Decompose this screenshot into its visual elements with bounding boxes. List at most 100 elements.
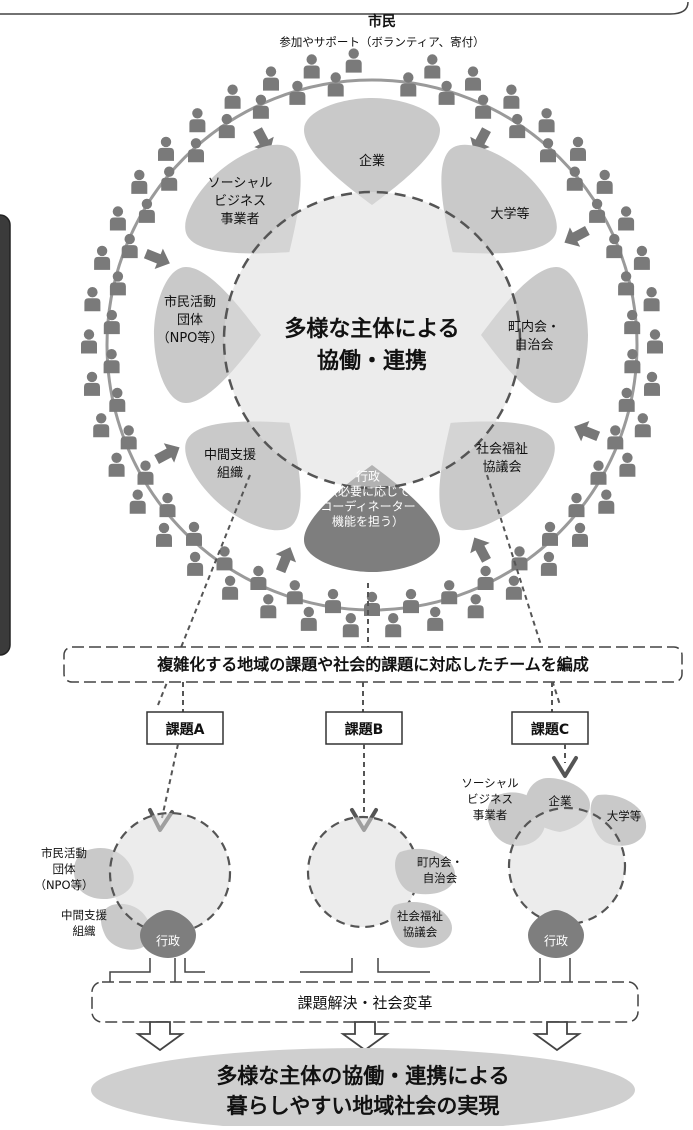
collaboration-circle [222, 190, 522, 490]
person-icon [424, 54, 441, 79]
person-icon [93, 413, 110, 438]
person-icon [81, 329, 97, 354]
team-to-solution-lines [109, 958, 571, 985]
person-icon [158, 136, 174, 161]
person-icon [186, 521, 202, 546]
inward-arrow-icon [275, 547, 297, 574]
team-a-government-label: 行政 [156, 934, 180, 948]
team-b-social-welfare-l1: 社会福祉 [397, 909, 443, 923]
person-icon [644, 371, 660, 396]
person-icon [218, 113, 235, 139]
person-icon [538, 108, 555, 133]
frame-top-edge [0, 1, 689, 15]
team-a-intermediary-l1: 中間支援 [61, 908, 107, 922]
team-bar-text: 複雑化する地域の課題や社会的課題に対応したチームを編成 [156, 655, 589, 674]
person-icon [618, 271, 635, 296]
person-icon [607, 425, 624, 450]
person-icon [222, 575, 239, 600]
person-icon [108, 452, 125, 477]
person-icon [286, 580, 303, 605]
task-b-box [325, 711, 403, 745]
team-c: ソーシャル ビジネス 事業者 企業 大学等 行政 [461, 776, 647, 958]
team-c-circle [507, 806, 627, 926]
person-icon [84, 371, 100, 396]
actor-npo-line-1: 市民活動 [164, 294, 216, 310]
citizen-subtitle: 参加やサポート（ボランティア、寄付） [279, 35, 484, 49]
person-icon [467, 594, 484, 619]
task-c-label: 課題C [531, 721, 569, 738]
person-icon [216, 546, 233, 571]
side-panel [0, 214, 11, 656]
actor-government-line-2: （必要に応じて [326, 485, 410, 499]
person-icon [189, 108, 206, 133]
actor-government-line-4: 機能を担う） [332, 514, 404, 529]
person-icon [633, 245, 650, 270]
person-icon [590, 460, 607, 485]
team-b-social-welfare-l2: 協議会 [403, 925, 438, 939]
team-c-social-business-l1: ソーシャル [461, 776, 518, 790]
person-icon [342, 613, 359, 638]
person-icon [159, 492, 176, 518]
actor-intermediary-line-2: 組織 [217, 466, 243, 481]
person-icon [289, 80, 306, 105]
person-icon [441, 580, 458, 605]
person-icon [509, 113, 526, 139]
actor-university-line-1: 大学等 [490, 206, 529, 222]
task-a-label: 課題A [166, 721, 205, 738]
actor-social-business-line-3: 事業者 [220, 211, 259, 227]
team-a-npo-l3: （NPO等） [34, 878, 93, 892]
person-icon [475, 94, 492, 119]
person-icon [540, 551, 557, 576]
person-icon [120, 425, 137, 450]
team-c-university-label: 大学等 [607, 809, 642, 823]
team-b-neighborhood-petal [395, 848, 455, 895]
person-icon [300, 606, 317, 631]
inward-arrow-icon [564, 226, 590, 247]
outcome-ellipse [91, 1048, 635, 1130]
person-icon [596, 169, 613, 194]
person-icon [400, 72, 417, 97]
person-icon [568, 492, 585, 518]
citizen-title: 市民 [368, 13, 396, 30]
person-icon [250, 565, 267, 590]
petal-company [304, 98, 440, 205]
actor-neighborhood-line-2: 自治会 [514, 338, 553, 353]
person-icon [327, 72, 344, 97]
person-icon [503, 84, 520, 109]
person-icon [137, 460, 154, 485]
actor-social-business-line-2: ビジネス [214, 194, 266, 209]
person-icon [260, 594, 277, 619]
person-icon [477, 565, 494, 590]
actor-intermediary-line-1: 中間支援 [204, 448, 256, 463]
team-a-intermediary-l2: 組織 [73, 924, 96, 938]
person-icon [385, 613, 402, 638]
team-c-company-label: 企業 [549, 794, 572, 808]
inward-arrow-icon [574, 420, 601, 442]
person-icon [187, 551, 204, 576]
actor-social-welfare-line-2: 協議会 [482, 460, 521, 475]
actor-neighborhood-line-1: 町内会・ [508, 319, 560, 335]
actor-government-line-1: 行政 [356, 470, 380, 484]
outcome-arrows [135, 1021, 582, 1052]
team-c-social-business-l2: ビジネス [467, 792, 513, 806]
person-icon [364, 591, 380, 616]
actor-social-welfare-line-1: 社会福祉 [476, 441, 528, 457]
outcome-line2: 暮らしやすい地域社会の実現 [226, 1094, 500, 1118]
center-label-line1: 多様な主体による [284, 316, 459, 342]
inward-arrow-icon [154, 443, 180, 464]
person-icon [252, 94, 269, 119]
person-icon [84, 287, 101, 312]
person-icon [263, 66, 279, 91]
person-icon [345, 48, 362, 73]
person-icon [438, 80, 455, 105]
task-a-box [146, 711, 224, 745]
person-icon [647, 329, 663, 354]
task-c-arrow [552, 756, 578, 778]
person-icon [634, 413, 651, 438]
person-icon [589, 198, 606, 223]
team-b: 町内会・ 自治会 社会福祉 協議会 [306, 815, 463, 948]
person-icon [103, 309, 120, 335]
actor-npo-line-3: （NPO等） [157, 330, 224, 346]
actor-social-business-line-1: ソーシャル [208, 176, 273, 191]
